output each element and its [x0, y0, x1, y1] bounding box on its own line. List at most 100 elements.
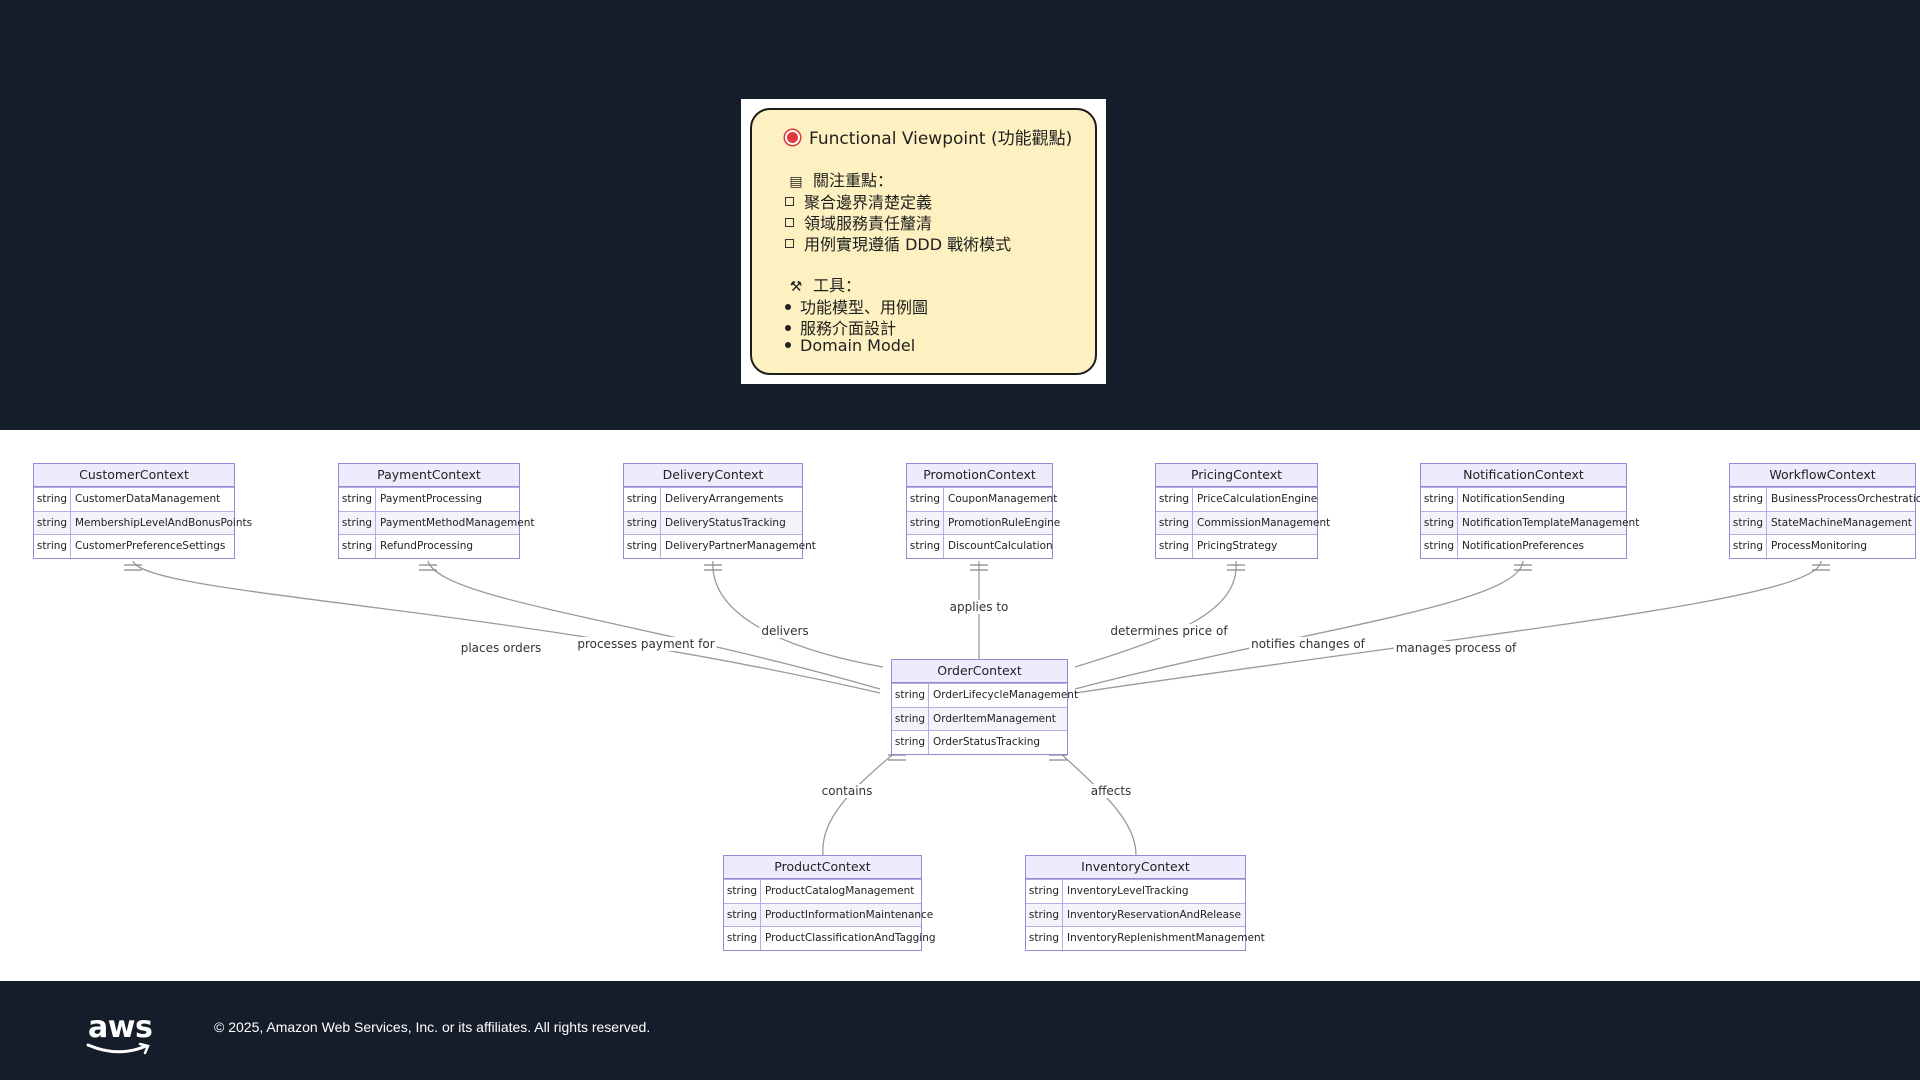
attribute-type: string: [892, 684, 929, 707]
relationship-lines: [124, 560, 1830, 856]
attribute-type: string: [1730, 488, 1767, 511]
relationship-line: [132, 560, 881, 694]
entity-attribute-row: string StateMachineManagement: [1730, 510, 1915, 534]
copyright-text: © 2025, Amazon Web Services, Inc. or its…: [214, 1019, 651, 1035]
focus-heading-text: 關注重點：: [813, 171, 894, 190]
attribute-name: CustomerPreferenceSettings: [75, 540, 226, 552]
tools-item: Domain Model: [785, 336, 915, 355]
notepad-icon: ▤: [789, 174, 803, 190]
relationship-label: notifies changes of: [1249, 637, 1367, 651]
entity-name: DeliveryContext: [624, 464, 802, 487]
relationship-label: contains: [819, 784, 875, 798]
attribute-type: string: [907, 511, 944, 534]
relationship-label: delivers: [759, 624, 811, 638]
attribute-type: string: [624, 488, 661, 511]
tools-item-text: 服務介面設計: [800, 319, 897, 338]
entity-name: OrderContext: [892, 660, 1067, 683]
attribute-name: NotificationSending: [1462, 493, 1565, 505]
cardinality-mark: [1049, 754, 1067, 761]
attribute-name: PricingStrategy: [1197, 540, 1278, 552]
square-bullet-icon: [785, 218, 794, 227]
tools-item-text: 功能模型、用例圖: [800, 298, 929, 317]
attribute-type: string: [34, 488, 71, 511]
entity-attribute-row: string PaymentProcessing: [339, 487, 519, 511]
focus-item-text: 用例實現遵循 DDD 戰術模式: [804, 235, 1012, 254]
attribute-name: CouponManagement: [948, 493, 1058, 505]
relationship-label: applies to: [947, 600, 1011, 614]
attribute-name: MembershipLevelAndBonusPoints: [75, 516, 253, 529]
relationship-label: affects: [1088, 784, 1134, 798]
attribute-name: DeliveryStatusTracking: [665, 516, 786, 529]
tools-heading: ⚒工具：: [785, 272, 861, 296]
focus-heading: ▤ 關注重點：: [785, 167, 893, 191]
square-bullet-icon: [785, 197, 794, 206]
bullet-icon: [785, 325, 791, 331]
attribute-type: string: [624, 511, 661, 534]
aws-smile-icon: [86, 1042, 150, 1055]
cardinality-mark: [1514, 564, 1532, 571]
note-title: Functional Viewpoint (功能觀點): [785, 124, 1072, 149]
attribute-name: RefundProcessing: [380, 540, 474, 552]
attribute-type: string: [339, 488, 376, 511]
entity-attribute-row: string DeliveryStatusTracking: [624, 510, 802, 534]
attribute-type: string: [907, 488, 944, 511]
entity-name: ProductContext: [724, 856, 921, 879]
attribute-name: NotificationTemplateManagement: [1462, 516, 1640, 529]
entity-attribute-row: string CouponManagement: [907, 487, 1057, 511]
attribute-type: string: [1730, 511, 1767, 534]
attribute-name: PromotionRuleEngine: [948, 516, 1061, 529]
attribute-type: string: [724, 903, 761, 926]
attribute-name: StateMachineManagement: [1771, 516, 1912, 529]
relationship-line: [712, 560, 884, 668]
relationship-label: processes payment for: [575, 637, 717, 651]
attribute-name: CommissionManagement: [1197, 516, 1331, 529]
attribute-type: string: [1026, 880, 1063, 903]
attribute-type: string: [1156, 535, 1193, 558]
attribute-name: PriceCalculationEngine: [1197, 493, 1318, 505]
tools-item: 服務介面設計: [785, 315, 896, 339]
entity-product-context[interactable]: ProductContext string ProductCatalogManage…: [723, 855, 936, 951]
focus-item: 用例實現遵循 DDD 戰術模式: [785, 231, 1011, 255]
entity-name: PricingContext: [1156, 464, 1317, 487]
attribute-type: string: [1730, 535, 1767, 558]
relationship-label: manages process of: [1393, 641, 1519, 655]
cardinality-mark: [419, 564, 437, 571]
attribute-name: ProductClassificationAndTagging: [765, 932, 936, 944]
cardinality-mark: [1812, 564, 1830, 571]
tools-icon: ⚒: [789, 279, 803, 295]
attribute-type: string: [1156, 511, 1193, 534]
attribute-name: ProductCatalogManagement: [765, 885, 915, 897]
attribute-name: DeliveryPartnerManagement: [665, 540, 816, 552]
relationship-label: places orders: [458, 641, 544, 655]
attribute-name: PaymentProcessing: [380, 493, 483, 505]
cardinality-mark: [888, 754, 906, 761]
aws-logo: aws: [86, 1010, 153, 1055]
entity-name: InventoryContext: [1026, 856, 1245, 879]
tools-item-text: Domain Model: [800, 336, 916, 355]
